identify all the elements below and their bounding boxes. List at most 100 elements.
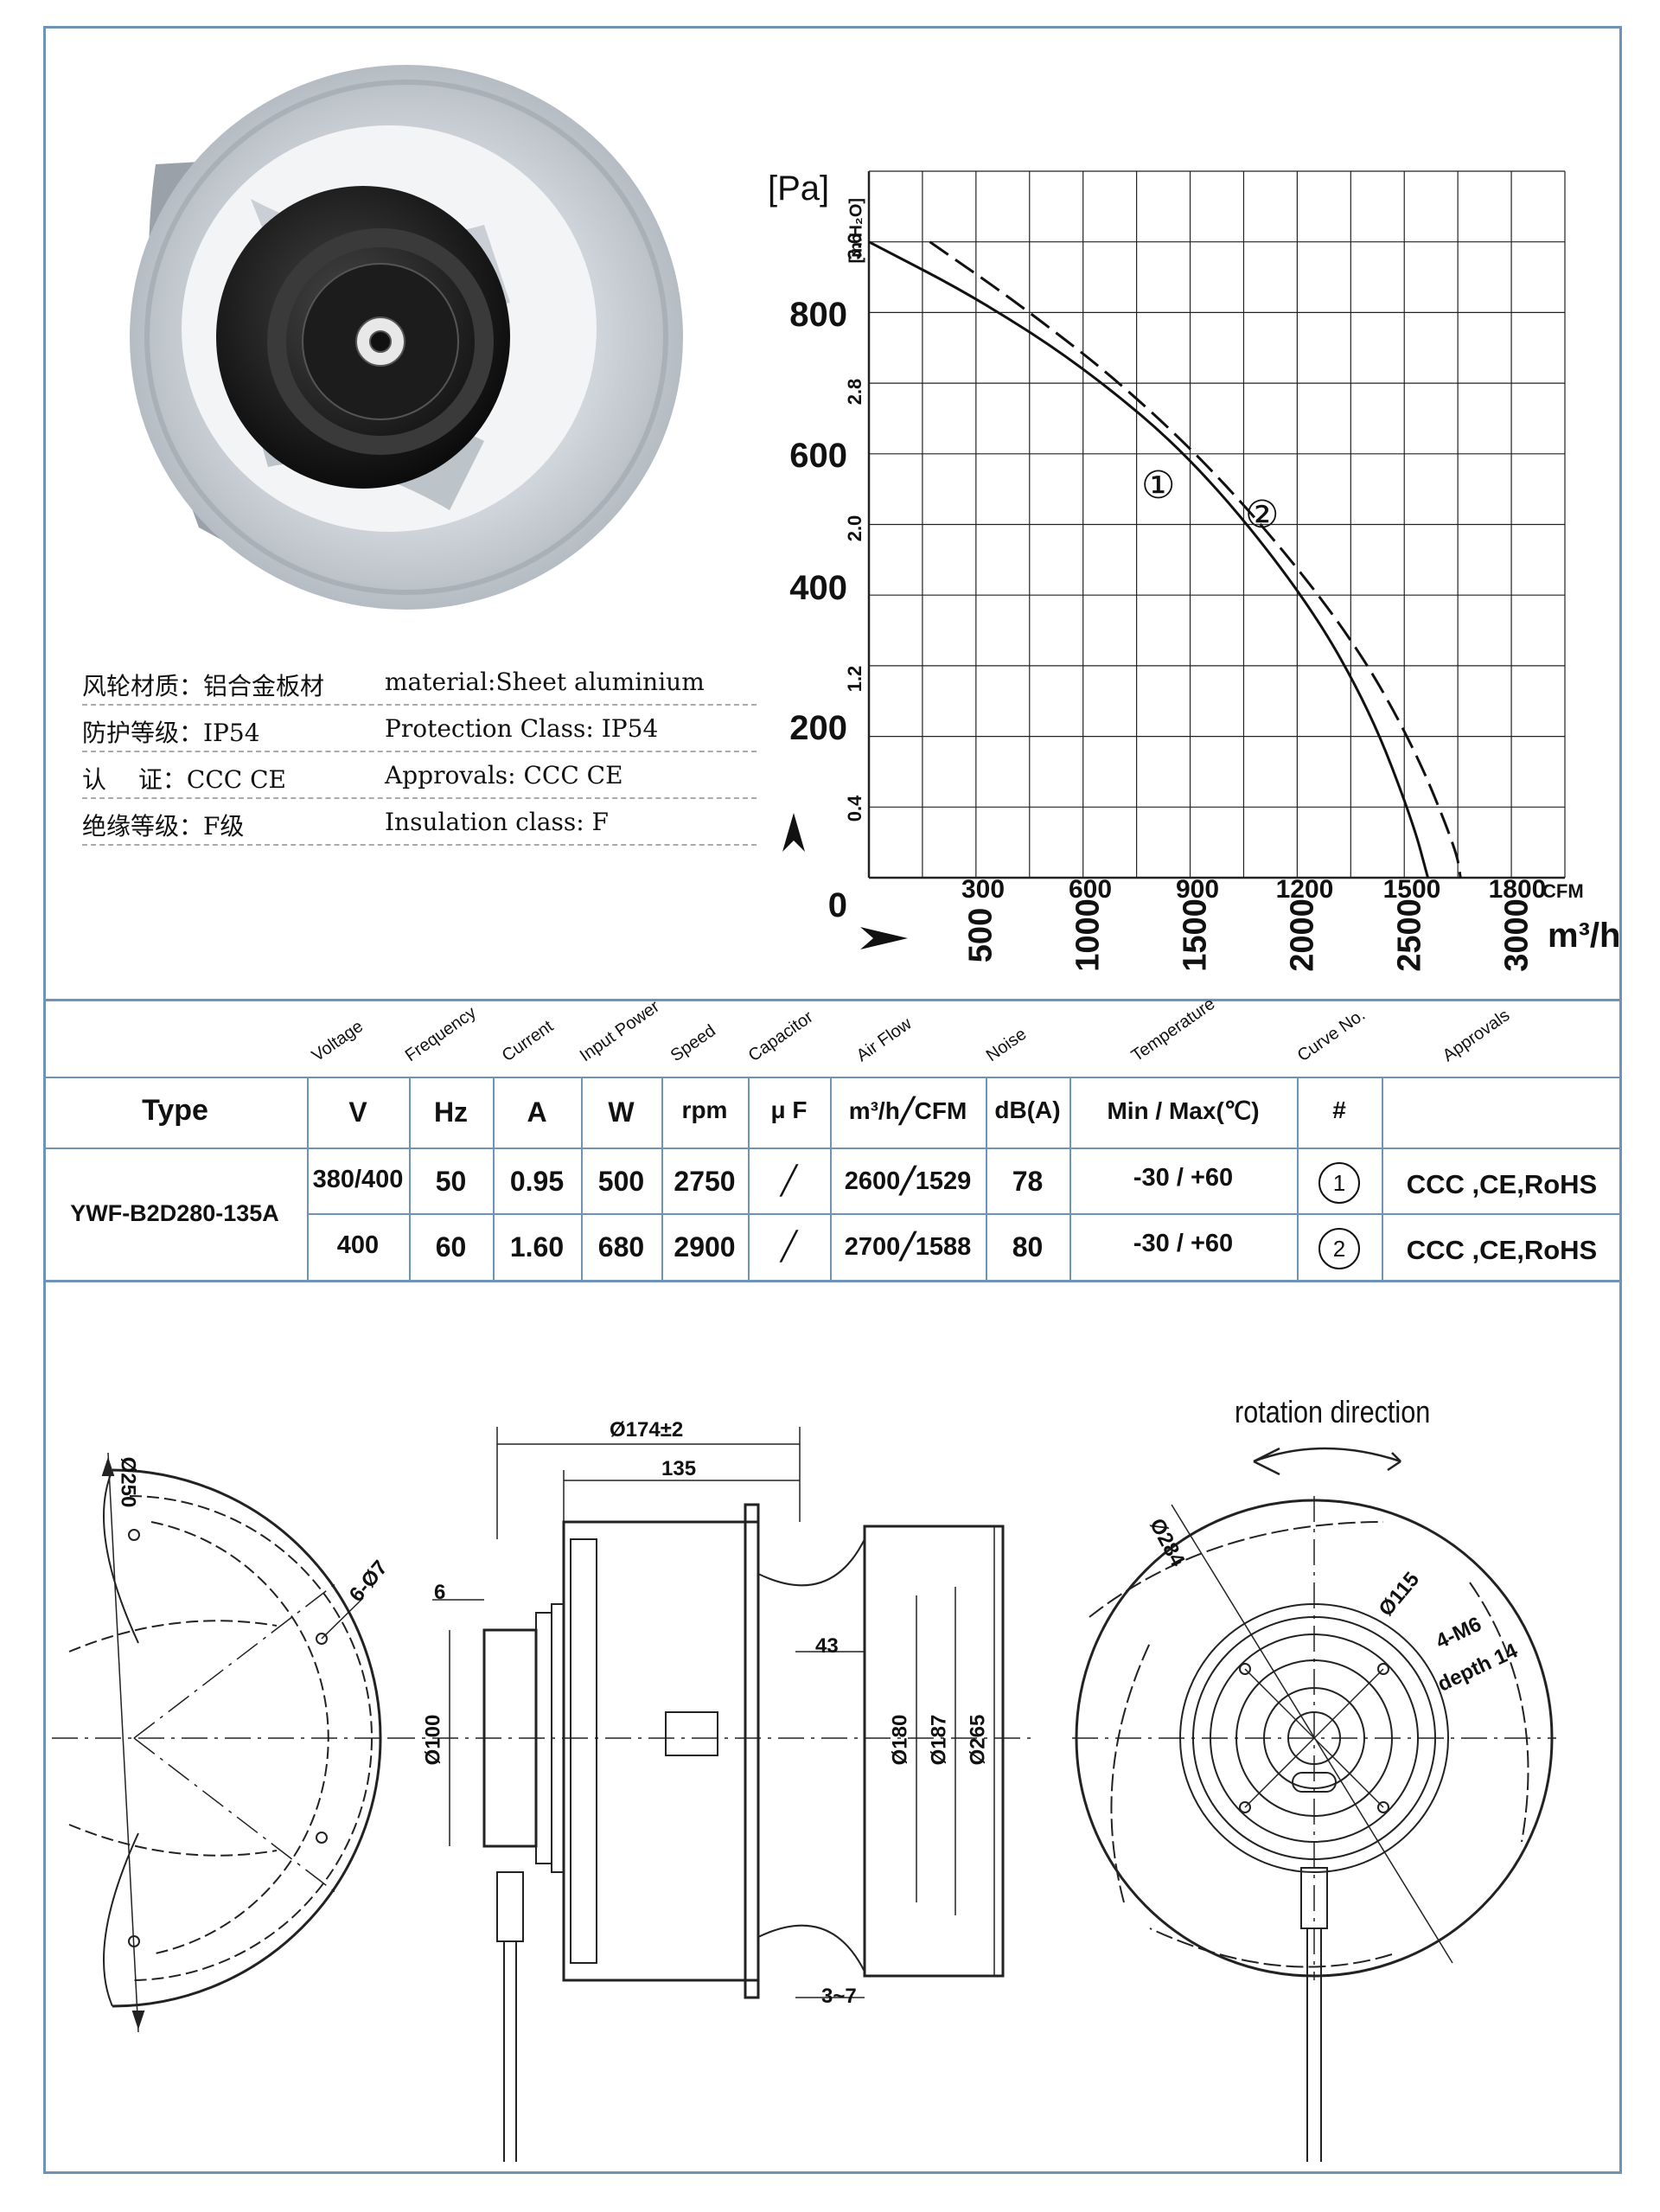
- spec-cn: 防护等级：IP54: [82, 719, 260, 747]
- fan-photo: [130, 65, 683, 610]
- cell-curve: 2: [1318, 1228, 1360, 1269]
- x-tick-cfm: 300: [961, 875, 1006, 904]
- dim-43: 43: [815, 1634, 839, 1658]
- dim-d250: Ø250: [116, 1456, 140, 1508]
- table-col-line: [1069, 1077, 1071, 1280]
- x-tick-cfm: 1800: [1488, 875, 1547, 904]
- table-col-line: [581, 1077, 583, 1280]
- dim-d100: Ø100: [421, 1714, 445, 1766]
- unit-speed: rpm: [681, 1096, 728, 1123]
- model-name: YWF-B2D280-135A: [70, 1200, 279, 1226]
- table-col-line: [986, 1077, 987, 1280]
- table-rule: [307, 1213, 1622, 1215]
- chart-curves: [868, 240, 1462, 879]
- x-tick-cfm: 1200: [1275, 875, 1334, 904]
- cell-current: 0.95: [509, 1166, 565, 1197]
- cell-capacitor: ╱: [780, 1231, 798, 1262]
- spec-cn: 绝缘等级：F级: [82, 812, 245, 841]
- table-col-line: [409, 1077, 411, 1280]
- y-tick-pa: 800: [789, 296, 847, 334]
- spec-en: Approvals: CCC CE: [385, 761, 623, 790]
- table-col-line: [830, 1077, 832, 1280]
- spec-en: Insulation class: F: [385, 808, 609, 836]
- cell-airflow: 2700╱1588: [844, 1233, 972, 1261]
- spec-cn: 认 证：CCC CE: [82, 765, 286, 794]
- spec-row: 防护等级：IP54 Protection Class: IP54: [82, 706, 757, 752]
- x-tick-cfm: 900: [1175, 875, 1220, 904]
- rotation-arrow-icon: [1253, 1447, 1401, 1476]
- chart-grid: [867, 170, 1566, 879]
- cell-power: 680: [597, 1231, 645, 1263]
- table-rule: [43, 1148, 1622, 1149]
- dim-135: 135: [661, 1457, 697, 1480]
- x-unit-m3h: m³/h: [1548, 917, 1621, 955]
- front-view: [1072, 1447, 1556, 2162]
- dim-d180: Ø180: [888, 1714, 912, 1766]
- y-tick-pa: 200: [789, 709, 847, 747]
- cell-speed: 2750: [674, 1166, 736, 1197]
- cell-frequency: 50: [435, 1166, 467, 1197]
- unit-voltage: V: [348, 1096, 367, 1128]
- cell-temperature: -30 / +60: [1133, 1230, 1234, 1257]
- curve-label-2: ②: [1245, 494, 1280, 536]
- series-line-2: [929, 240, 1462, 879]
- table-col-line: [1297, 1077, 1299, 1280]
- cell-current: 1.60: [509, 1231, 565, 1263]
- dim-3-7: 3~7: [821, 1985, 857, 2008]
- spec-row: 认 证：CCC CE Approvals: CCC CE: [82, 752, 757, 799]
- x-tick-cfm: 1500: [1382, 875, 1441, 904]
- y-tick-pa: 0: [827, 886, 847, 924]
- unit-frequency: Hz: [433, 1096, 469, 1128]
- x-axis-arrow-icon: [860, 927, 908, 949]
- cell-noise: 80: [1012, 1231, 1044, 1263]
- y-tick-pa: 600: [789, 437, 847, 475]
- spec-row: 绝缘等级：F级 Insulation class: F: [82, 799, 757, 846]
- x-unit-cfm: CFM: [1542, 880, 1584, 902]
- table-col-line: [1382, 1077, 1383, 1280]
- spec-en: Protection Class: IP54: [385, 714, 659, 743]
- cell-approvals: CCC ,CE,RoHS: [1406, 1235, 1598, 1265]
- table-col-line: [493, 1077, 495, 1280]
- unit-temperature: Min / Max(℃): [1107, 1097, 1260, 1124]
- flange-view: [52, 1452, 389, 2033]
- table-rule: [43, 1280, 1622, 1282]
- motor-fins: [267, 228, 494, 455]
- cell-temperature: -30 / +60: [1133, 1164, 1234, 1192]
- unit-curve: #: [1332, 1096, 1346, 1123]
- dim-6: 6: [434, 1581, 446, 1604]
- cell-curve: 1: [1318, 1162, 1360, 1204]
- unit-current: A: [527, 1096, 547, 1128]
- table-rule: [43, 1077, 1622, 1078]
- performance-chart: [782, 170, 1566, 949]
- cell-capacitor: ╱: [780, 1165, 798, 1196]
- x-tick-cfm: 600: [1068, 875, 1113, 904]
- cell-voltage: 380/400: [312, 1166, 404, 1193]
- dim-d187: Ø187: [927, 1714, 951, 1766]
- side-view: [389, 1427, 1038, 2162]
- cell-approvals: CCC ,CE,RoHS: [1406, 1169, 1598, 1199]
- spec-row: 风轮材质：铝合金板材 material:Sheet aluminium: [82, 659, 757, 706]
- y-tick-pa: 400: [789, 569, 847, 607]
- type-label: Type: [142, 1094, 208, 1127]
- rotation-label: rotation direction: [1235, 1394, 1431, 1429]
- cell-voltage: 400: [336, 1231, 380, 1259]
- page-frame: [43, 26, 1622, 2174]
- dim-d174: Ø174±2: [610, 1418, 684, 1442]
- cell-speed: 2900: [674, 1231, 736, 1263]
- unit-noise: dB(A): [994, 1096, 1061, 1123]
- table-col-line: [307, 1077, 309, 1280]
- cell-frequency: 60: [435, 1231, 467, 1263]
- section-divider: [43, 999, 1622, 1001]
- unit-capacitor: μ F: [770, 1096, 808, 1123]
- y-unit-pa: [Pa]: [768, 169, 830, 208]
- dim-d265: Ø265: [966, 1714, 990, 1766]
- curve-label-1: ①: [1141, 464, 1176, 507]
- cell-airflow: 2600╱1529: [844, 1167, 972, 1195]
- series-line-1: [868, 240, 1429, 879]
- table-col-line: [661, 1077, 663, 1280]
- technical-drawing: [52, 1427, 1556, 2162]
- table-col-line: [748, 1077, 750, 1280]
- spec-cn: 风轮材质：铝合金板材: [82, 672, 325, 700]
- spec-en: material:Sheet aluminium: [385, 668, 705, 696]
- cell-noise: 78: [1012, 1166, 1044, 1197]
